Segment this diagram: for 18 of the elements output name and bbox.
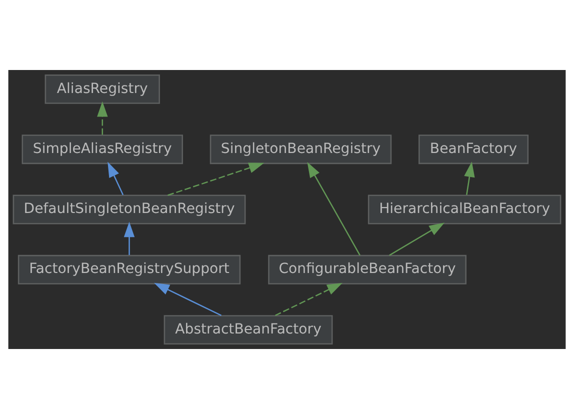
node-box: AbstractBeanFactory xyxy=(164,315,333,345)
arrow xyxy=(154,282,222,316)
node-box: FactoryBeanRegistrySupport xyxy=(18,254,241,284)
arrow xyxy=(108,162,124,196)
arrow xyxy=(124,222,135,255)
node-box: HierarchicalBeanFactory xyxy=(368,194,562,224)
node-box: SimpleAliasRegistry xyxy=(22,134,184,164)
arrow xyxy=(464,162,475,195)
node-box: ConfigurableBeanFactory xyxy=(268,254,466,284)
node-box: BeanFactory xyxy=(418,134,529,164)
arrow xyxy=(97,101,108,135)
arrow xyxy=(275,282,343,316)
node-box: SingletonBeanRegistry xyxy=(210,134,392,164)
arrow xyxy=(168,162,264,196)
node-box: DefaultSingletonBeanRegistry xyxy=(12,194,246,224)
node-box: AliasRegistry xyxy=(44,74,160,104)
arrow xyxy=(389,222,445,256)
arrow xyxy=(307,162,360,256)
